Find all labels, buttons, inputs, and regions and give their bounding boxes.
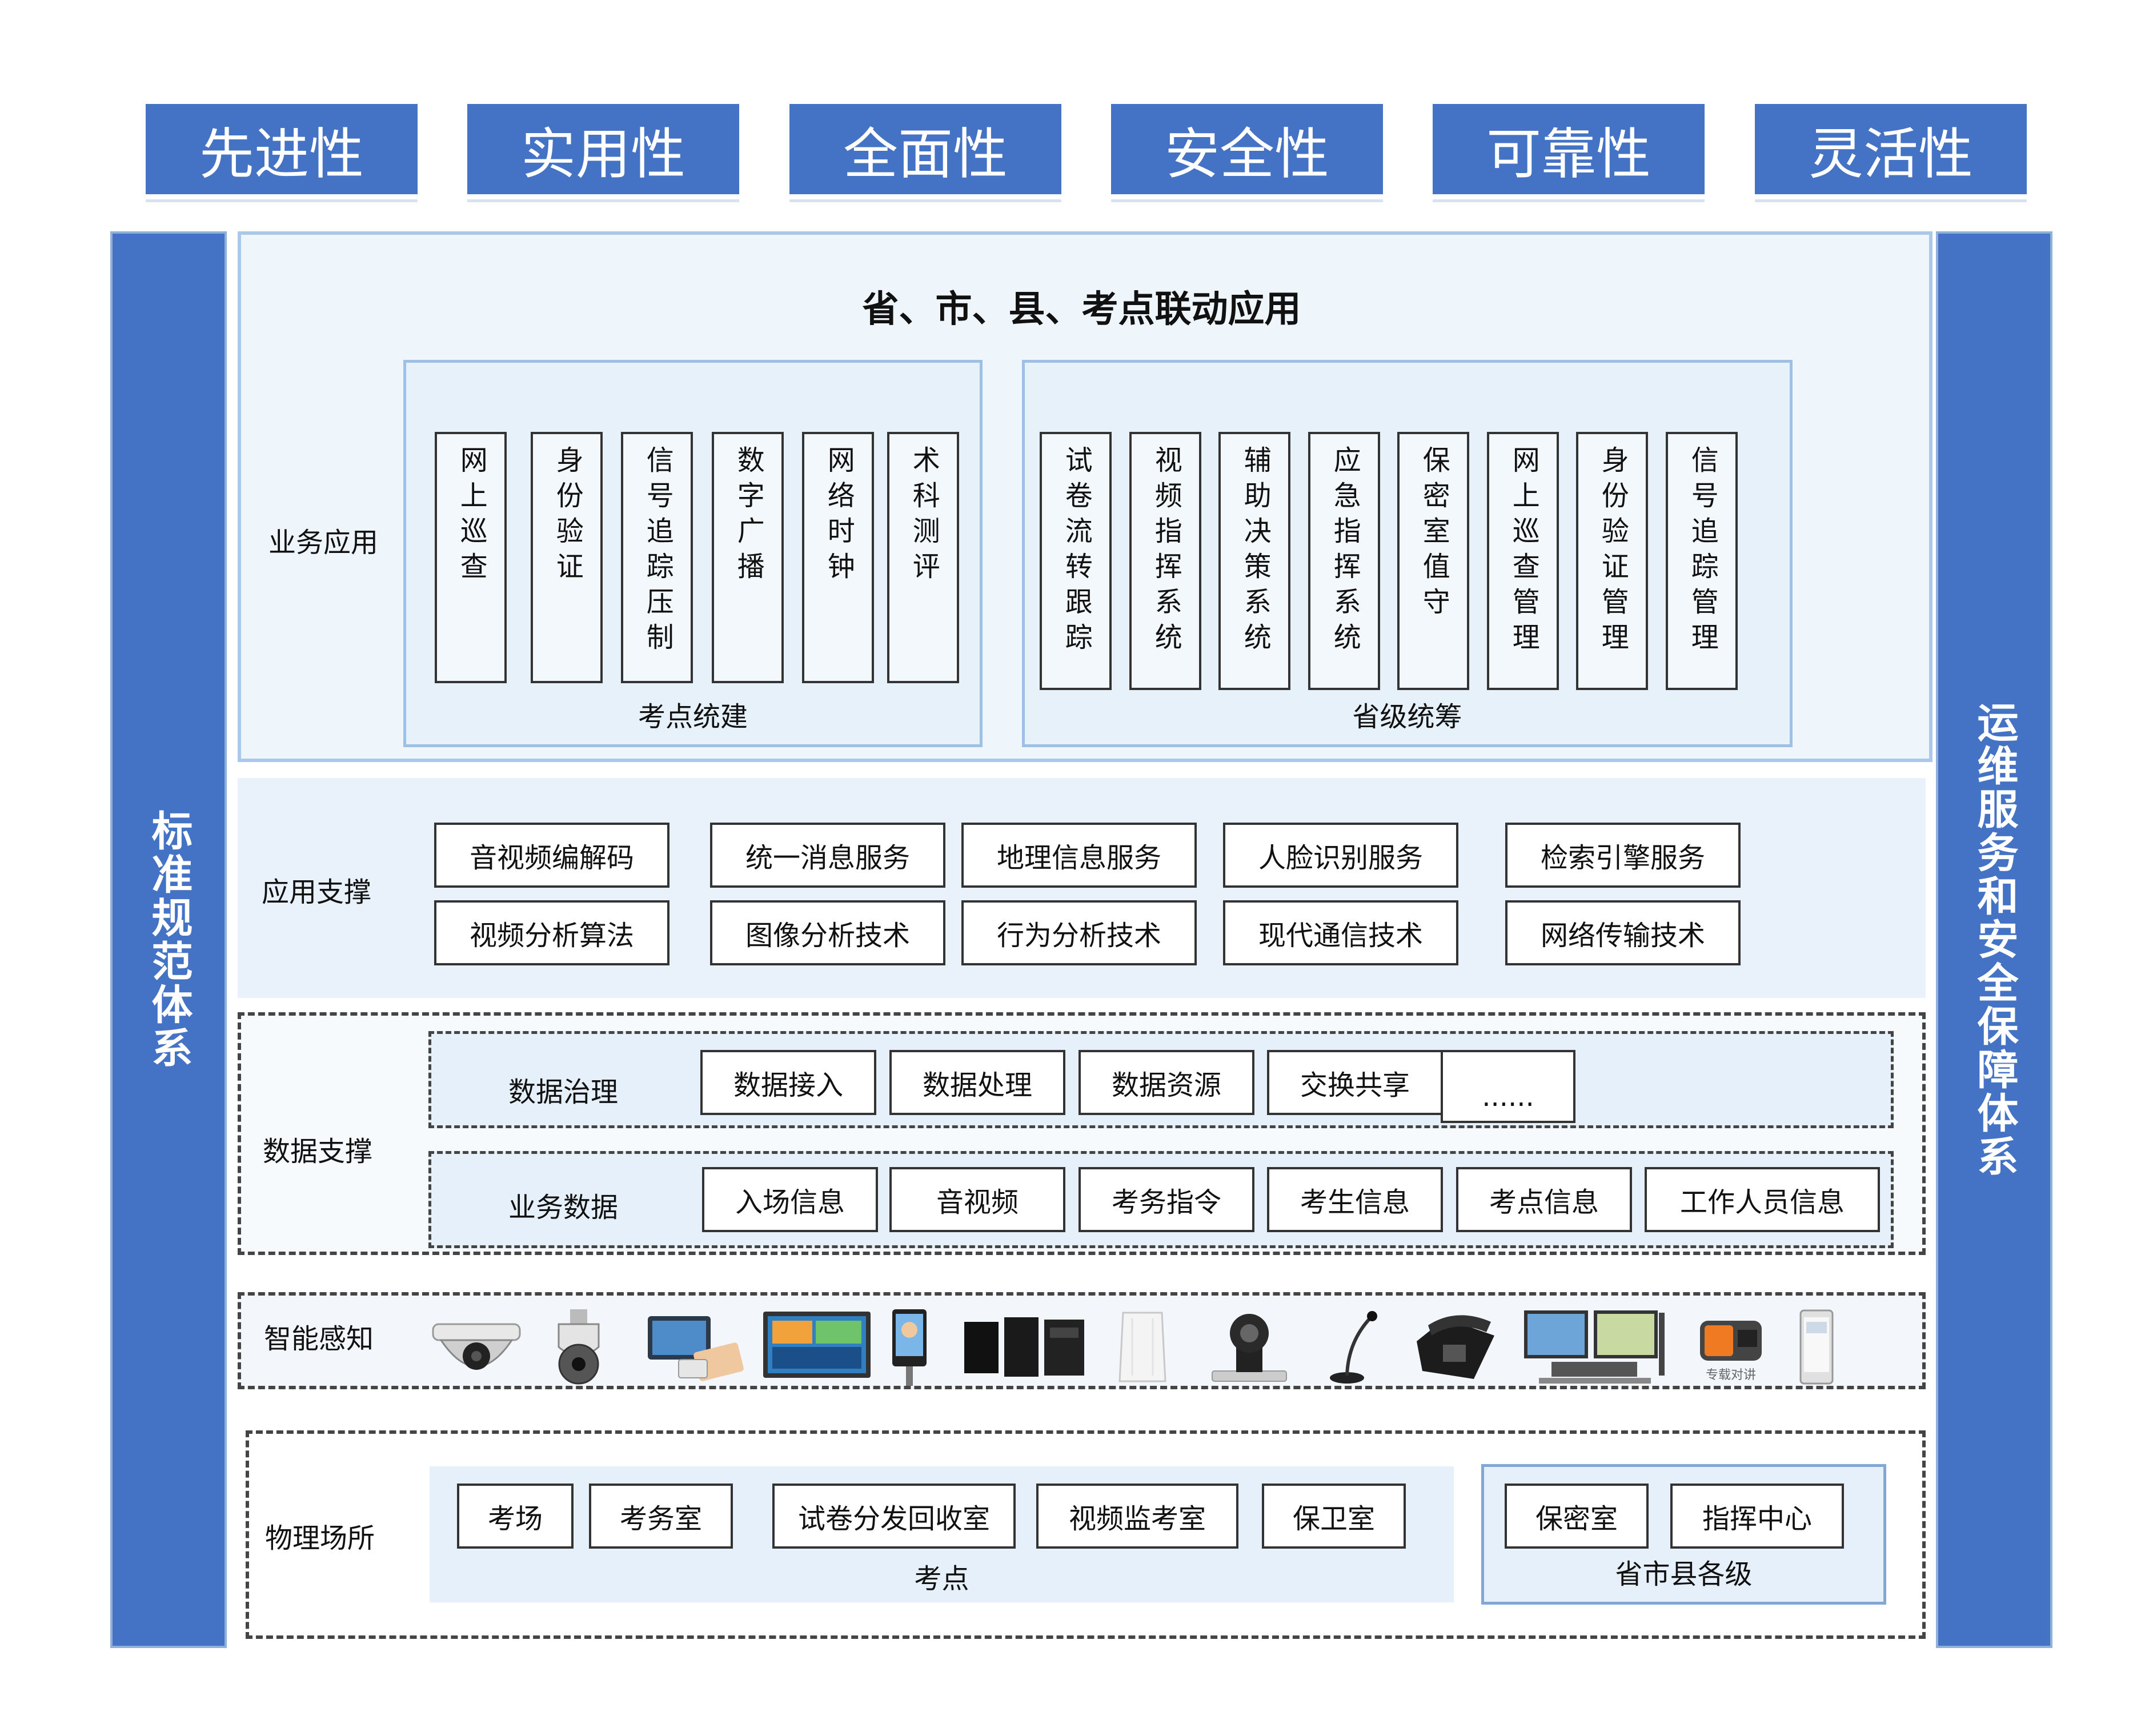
provincial-caption: 省级统筹 xyxy=(1352,701,1462,733)
left-pillar-label: 标准规范体系 xyxy=(145,809,193,1070)
governance-item: 数据资源 xyxy=(1078,1050,1254,1115)
row-label-perception: 智能感知 xyxy=(264,1323,374,1355)
monitor-wall-icon xyxy=(1524,1310,1665,1384)
principle-pill: 全面性 xyxy=(789,104,1061,202)
app-item: 数字广播 xyxy=(712,432,784,683)
row-label-physical: 物理场所 xyxy=(265,1522,375,1554)
conference-camera-icon xyxy=(1212,1314,1287,1382)
principle-pill: 可靠性 xyxy=(1433,104,1705,202)
id-verification-icon xyxy=(648,1316,744,1381)
business-data-item: 考点信息 xyxy=(1456,1167,1632,1232)
mobile-terminal-icon xyxy=(1799,1309,1834,1385)
support-item: 统一消息服务 xyxy=(710,823,945,888)
data-governance-label: 数据治理 xyxy=(508,1076,619,1108)
signal-jammer-icon xyxy=(964,1317,1084,1377)
app-item: 试卷流转跟踪 xyxy=(1040,432,1112,690)
principle-pill: 安全性 xyxy=(1111,104,1383,202)
exam-site-places-caption: 考点 xyxy=(914,1563,969,1595)
app-item: 信号追踪管理 xyxy=(1666,432,1738,690)
place-item: 保密室 xyxy=(1505,1484,1649,1549)
row-label-data-support: 数据支撑 xyxy=(263,1136,373,1168)
support-item: 行为分析技术 xyxy=(961,900,1197,965)
row-label-business-application: 业务应用 xyxy=(268,527,379,559)
app-item: 信号追踪压制 xyxy=(621,432,693,683)
business-data-item: 入场信息 xyxy=(702,1167,878,1232)
place-item: 指挥中心 xyxy=(1670,1484,1844,1549)
exam-site-caption: 考点统建 xyxy=(638,701,748,733)
business-data-item: 音视频 xyxy=(889,1167,1065,1232)
microphone-icon xyxy=(1330,1311,1377,1384)
business-data-item: 考务指令 xyxy=(1078,1167,1254,1232)
radio-caption: 专载对讲 xyxy=(1706,1368,1756,1382)
principle-pill: 先进性 xyxy=(146,104,418,202)
speaker-icon xyxy=(1118,1312,1166,1382)
app-item: 身份验证管理 xyxy=(1576,432,1648,690)
governance-item-more: ...... xyxy=(1441,1050,1575,1123)
support-item: 地理信息服务 xyxy=(961,823,1197,888)
governance-item: 数据接入 xyxy=(700,1050,876,1115)
business-data-item: 工作人员信息 xyxy=(1645,1167,1880,1232)
governance-item: 数据处理 xyxy=(889,1050,1065,1115)
place-item: 保卫室 xyxy=(1262,1484,1406,1549)
principle-pill: 灵活性 xyxy=(1755,104,2027,202)
support-item: 图像分析技术 xyxy=(710,900,945,965)
app-item: 网上巡查管理 xyxy=(1487,432,1559,690)
left-pillar: 标准规范体系 xyxy=(110,231,227,1648)
app-item: 保密室值守 xyxy=(1397,432,1469,690)
all-levels-caption: 省市县各级 xyxy=(1615,1558,1753,1590)
place-item: 试卷分发回收室 xyxy=(772,1484,1016,1549)
support-item: 现代通信技术 xyxy=(1223,900,1458,965)
app-item: 网上巡查 xyxy=(435,432,507,683)
governance-item: 交换共享 xyxy=(1267,1050,1443,1115)
support-item: 人脸识别服务 xyxy=(1223,823,1458,888)
ptz-camera-icon xyxy=(558,1309,600,1385)
app-item: 身份验证 xyxy=(531,432,603,683)
right-pillar: 运维服务和安全保障体系 xyxy=(1936,231,2052,1648)
place-item: 考场 xyxy=(457,1484,574,1549)
dome-camera-icon xyxy=(432,1323,521,1370)
principle-pill: 实用性 xyxy=(467,104,739,202)
app-item: 应急指挥系统 xyxy=(1308,432,1380,690)
right-pillar-label: 运维服务和安全保障体系 xyxy=(1970,701,2018,1178)
place-item: 考务室 xyxy=(589,1484,733,1549)
business-data-item: 考生信息 xyxy=(1267,1167,1443,1232)
app-item: 术科测评 xyxy=(887,432,959,683)
app-item: 网络时钟 xyxy=(802,432,874,683)
support-item: 音视频编解码 xyxy=(434,823,669,888)
telephone-icon xyxy=(1417,1315,1494,1379)
row-label-app-support: 应用支撑 xyxy=(262,876,372,908)
place-item: 视频监考室 xyxy=(1036,1484,1238,1549)
radio-icon: 专载对讲 xyxy=(1700,1321,1762,1382)
support-item: 检索引擎服务 xyxy=(1505,823,1741,888)
business-data-label: 业务数据 xyxy=(508,1192,619,1224)
app-item: 视频指挥系统 xyxy=(1129,432,1201,690)
support-item: 网络传输技术 xyxy=(1505,900,1741,965)
video-screen-icon xyxy=(763,1312,871,1378)
layer-title: 省、市、县、考点联动应用 xyxy=(862,288,1301,331)
app-item: 辅助决策系统 xyxy=(1218,432,1290,690)
face-terminal-icon xyxy=(892,1309,927,1386)
support-item: 视频分析算法 xyxy=(434,900,669,965)
